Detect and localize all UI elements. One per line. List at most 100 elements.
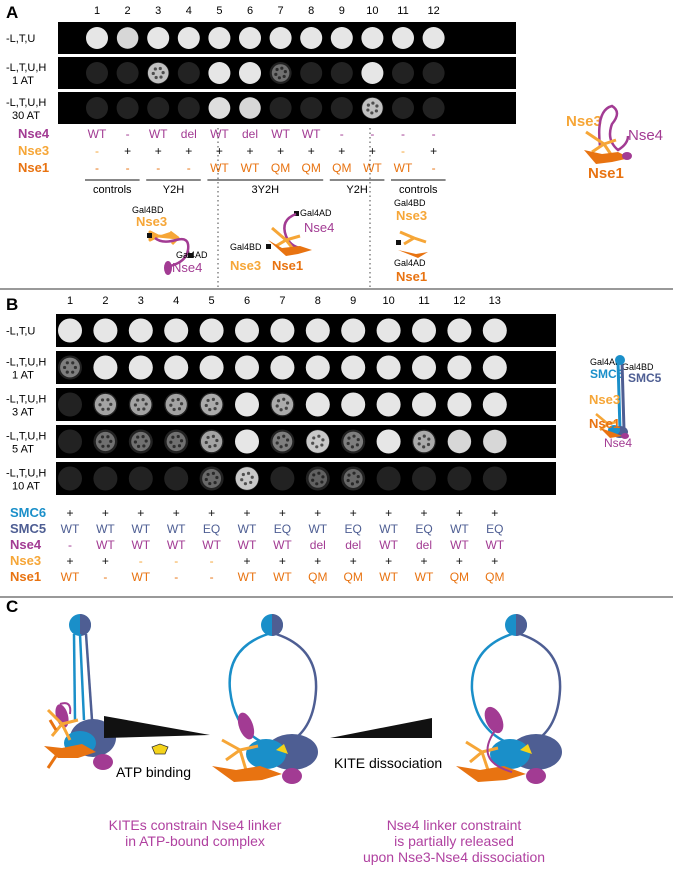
spot-texture: [204, 403, 208, 408]
caption2-line2: is partially released: [394, 833, 514, 849]
medium-label: -L,T,U: [6, 33, 35, 45]
spot-texture: [366, 108, 370, 112]
panel-b-cartoon: Gal4AD SMC6 Gal4BD SMC5 Nse3 Nse1 Nse4: [589, 355, 662, 450]
spot-texture: [176, 397, 180, 402]
spot-texture: [206, 398, 210, 403]
nse4-label: Nse4: [604, 436, 632, 450]
spot-texture: [422, 445, 426, 449]
medium-concentration: 30 AT: [12, 110, 40, 122]
spot-texture: [320, 480, 324, 484]
smc5-genotype: WT: [238, 522, 257, 536]
yeast-spot: [239, 27, 261, 49]
spot-texture: [176, 434, 180, 439]
yeast-spot: [239, 62, 261, 84]
spot-texture: [317, 434, 321, 438]
nse3-genotype: -: [95, 144, 99, 158]
medium-concentration: 1 AT: [12, 75, 34, 87]
colony-trace: [422, 62, 445, 84]
spot-texture: [144, 439, 148, 443]
lane-number: 12: [427, 5, 439, 17]
spot-texture: [109, 439, 113, 443]
spot-texture: [171, 435, 175, 439]
colony-trace: [128, 429, 153, 454]
yeast-spot: [177, 27, 200, 49]
medium-label: -L,T,U,H: [6, 357, 46, 369]
nse4-genotype: WT: [485, 538, 504, 552]
yeast-spot: [361, 62, 384, 84]
atp-binding-wedge: [104, 716, 210, 738]
spot-texture: [240, 478, 244, 482]
spot-texture: [106, 435, 110, 439]
lane-number: 8: [315, 295, 321, 307]
yeast-spot: [447, 429, 472, 454]
yeast-spot: [482, 355, 507, 380]
smc6-genotype: +: [314, 506, 321, 520]
colony-trace: [330, 97, 353, 119]
nse4-genotype: WT: [149, 127, 168, 141]
spot-texture: [133, 403, 138, 407]
nse1-label: Nse1: [588, 165, 624, 182]
yeast-spot: [447, 392, 472, 417]
smc5-genotype: EQ: [203, 522, 220, 536]
lane-number: 11: [418, 295, 429, 307]
spot-texture: [208, 481, 212, 486]
smc6-genotype: +: [66, 506, 73, 520]
spot-texture: [246, 471, 251, 475]
nse3-genotype: -: [210, 554, 214, 568]
spot-texture: [274, 72, 278, 76]
spot-texture: [283, 70, 287, 74]
spot-texture: [153, 67, 157, 71]
yeast-spot: [376, 429, 401, 454]
spot-texture: [312, 436, 316, 440]
nse3-label: Nse3: [136, 214, 167, 229]
spot-texture: [346, 478, 350, 483]
spot-texture: [275, 404, 279, 408]
yeast-spot: [235, 429, 259, 454]
spot-texture: [211, 434, 215, 439]
nse1-label: Nse1: [589, 416, 620, 431]
yeast-spot: [147, 27, 170, 49]
nse4-genotype: WT: [202, 538, 221, 552]
spot-texture: [250, 475, 254, 479]
yeast-spot: [60, 357, 80, 378]
nse4-genotype: del: [242, 127, 258, 141]
panel-c: ATP binding KITE dissociation: [44, 614, 562, 865]
spot-texture: [285, 401, 290, 405]
nse1-genotype: -: [210, 570, 214, 584]
yeast-spot: [412, 392, 436, 417]
yeast-spot: [93, 355, 118, 380]
colony-trace: [392, 62, 414, 84]
colony-trace: [422, 97, 445, 119]
lane-number: 6: [247, 5, 253, 17]
spot-texture: [177, 444, 182, 448]
nse3-label: Nse3: [566, 113, 602, 130]
nse1-genotype: QM: [450, 570, 469, 584]
kite-dissociation-wedge: [330, 718, 432, 738]
yeast-spot: [422, 27, 445, 49]
spot-texture: [243, 482, 248, 486]
yeast-spot: [235, 467, 259, 490]
smc5-genotype: EQ: [345, 522, 362, 536]
nse1-genotype: WT: [238, 570, 257, 584]
spot-texture: [141, 435, 145, 439]
panel-c-label: C: [6, 597, 18, 616]
nse3-genotype: +: [216, 144, 223, 158]
nse4-genotype: WT: [450, 538, 469, 552]
panel-a-summary-cartoon: Nse3 Nse4 Nse1: [566, 104, 663, 182]
spot-texture: [171, 398, 175, 402]
spot-texture: [284, 406, 288, 410]
spot-texture: [211, 471, 215, 476]
yeast-spot: [483, 429, 507, 454]
spot-texture: [279, 408, 283, 412]
spot-texture: [213, 444, 217, 448]
colony-trace: [447, 466, 472, 491]
spot-texture: [426, 442, 431, 447]
medium-label: -L,T,U,H: [6, 62, 46, 74]
spot-texture: [356, 437, 360, 442]
spot-texture: [65, 361, 69, 365]
spot-texture: [277, 76, 281, 80]
yeast-spot: [128, 355, 153, 380]
yeast-spot: [202, 469, 222, 488]
yeast-spot: [165, 393, 187, 416]
